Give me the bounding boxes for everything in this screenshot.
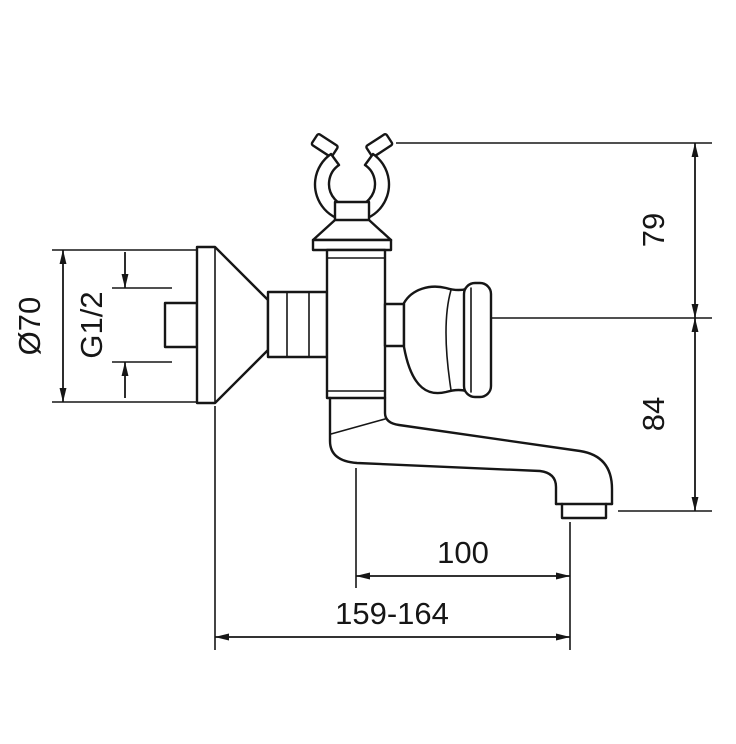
- valve-body: [311, 218, 393, 400]
- body-tube: [325, 248, 387, 400]
- dimension-label-connection-thread: G1/2: [74, 291, 109, 358]
- hook-crescent: [313, 152, 391, 223]
- spout: [328, 396, 614, 520]
- spout-bottom-edge: [328, 396, 558, 506]
- dimension-labels: 100 159-164 79 84 Ø70 G1/2: [12, 213, 671, 631]
- hook-tab-left: [310, 132, 339, 158]
- dimension-label-height-top: 79: [636, 213, 671, 247]
- spout-aerator: [560, 502, 608, 520]
- spout-top-edge: [383, 396, 614, 506]
- handle-stem: [383, 302, 406, 348]
- shower-hook-holder: [310, 132, 394, 223]
- body-collar: [311, 238, 393, 252]
- hex-nut: [266, 290, 329, 359]
- handle-grip: [402, 285, 468, 395]
- hook-clamp: [333, 200, 371, 223]
- hook-tab-right: [365, 132, 394, 158]
- dimension-label-flange-diameter: Ø70: [12, 297, 47, 356]
- thread-pipe: [163, 301, 199, 349]
- dimension-label-height-bottom: 84: [636, 397, 671, 431]
- dimension-label-spout-reach: 100: [437, 535, 489, 570]
- body-neck: [311, 218, 393, 242]
- handle-cap: [462, 281, 493, 399]
- wall-connection: [163, 245, 270, 405]
- wall-flange-cone: [195, 245, 270, 405]
- dimension-label-overall-length: 159-164: [335, 596, 449, 631]
- handle: [383, 281, 493, 399]
- dimension-lines: [59, 142, 699, 641]
